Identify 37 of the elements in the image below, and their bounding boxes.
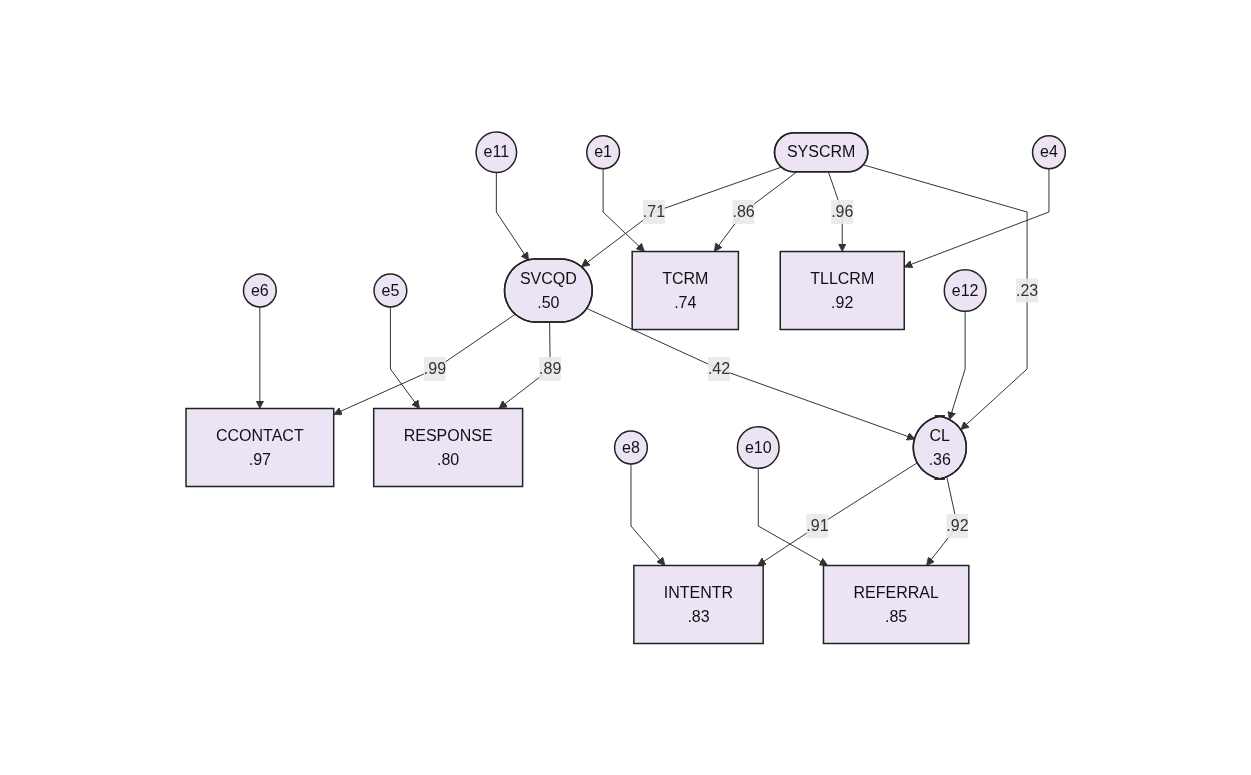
node-box: INTENTR .83	[632, 564, 764, 644]
node-box: CCONTACT .97	[185, 407, 335, 487]
arrow	[255, 306, 265, 409]
node-box: RESPONSE .80	[372, 407, 524, 487]
arrow	[713, 171, 797, 252]
arrow	[602, 167, 645, 252]
arrow	[630, 463, 666, 566]
node-circle: e5	[373, 273, 408, 308]
node-circle: e1	[585, 134, 621, 170]
edge-label: .42	[707, 359, 730, 377]
arrow	[586, 307, 916, 441]
edge-label: .89	[538, 359, 562, 377]
edge-label: .91	[806, 516, 829, 534]
node-circle: e12	[943, 268, 987, 312]
node-circle: e11	[475, 131, 518, 173]
edge-label: .92	[946, 516, 969, 534]
edge-label: .96	[830, 202, 854, 220]
arrow	[863, 164, 1028, 430]
node-box: TCRM .74	[631, 250, 739, 330]
edge-label: .23	[1015, 281, 1039, 299]
node-circle: e4	[1031, 134, 1066, 170]
node-circle: e6	[242, 273, 277, 308]
node-box: REFERRAL .85	[822, 564, 970, 644]
arrow	[947, 310, 966, 420]
edge-label: .71	[642, 202, 665, 220]
arrow	[757, 467, 828, 566]
edge-label: .99	[423, 359, 446, 377]
node-box: TLLCRM .92	[779, 250, 905, 330]
node-circle: e10	[736, 425, 780, 469]
arrow	[333, 313, 516, 415]
arrow	[495, 171, 529, 261]
node-circle: e8	[613, 430, 648, 465]
edge-label: .86	[732, 202, 755, 220]
arrow	[757, 461, 918, 566]
arrow	[580, 166, 782, 267]
arrow	[389, 306, 420, 409]
arrow	[926, 476, 958, 566]
